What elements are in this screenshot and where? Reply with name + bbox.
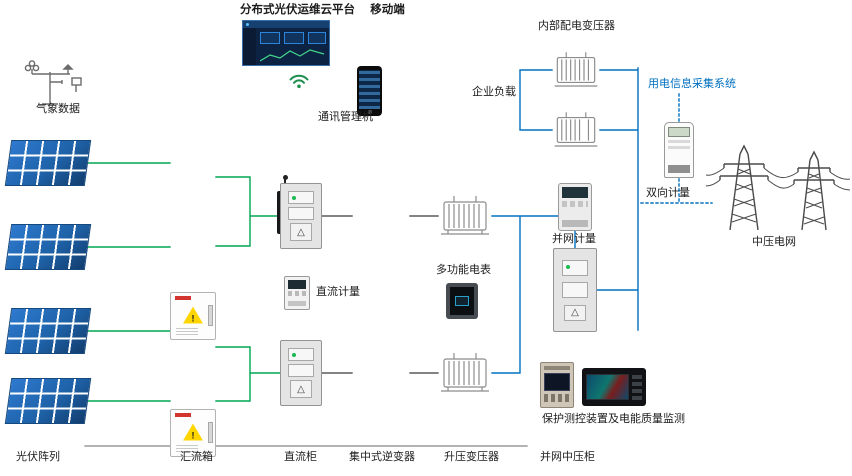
label-inverter: 集中式逆变器 bbox=[349, 451, 415, 463]
label-mv-cabinet: 并网中压柜 bbox=[540, 451, 595, 463]
meter-label-bar bbox=[668, 146, 690, 149]
label-dc-cabinet: 直流柜 bbox=[284, 451, 317, 463]
label-bidirectional-metering: 双向计量 bbox=[646, 187, 690, 199]
platform-widget bbox=[308, 32, 326, 44]
cabinet-module bbox=[562, 282, 588, 298]
pv-array bbox=[4, 224, 92, 270]
multifunction-meter-device bbox=[446, 283, 478, 319]
phone-screen bbox=[359, 70, 380, 109]
mobile-phone bbox=[357, 66, 382, 116]
meter-terminals bbox=[562, 220, 588, 227]
breaker-module bbox=[288, 364, 314, 377]
hazard-triangle-icon: △ bbox=[564, 304, 586, 321]
breaker-module bbox=[288, 348, 314, 361]
combiner-box: ! bbox=[170, 292, 216, 340]
meter-label-bar bbox=[668, 140, 690, 143]
platform-title: 分布式光伏运维云平台 bbox=[240, 4, 355, 16]
brand-mark bbox=[175, 413, 191, 417]
platform-widget bbox=[284, 32, 304, 44]
protection-relay-device bbox=[540, 362, 574, 408]
pv-array bbox=[4, 378, 92, 424]
meter-buttons bbox=[562, 201, 588, 207]
combiner-box: ! bbox=[170, 409, 216, 457]
device-screen bbox=[586, 374, 629, 400]
label-multifunction-meter: 多功能电表 bbox=[436, 264, 491, 276]
brand-mark bbox=[175, 296, 191, 300]
phone-home-button bbox=[367, 110, 372, 114]
warning-triangle-icon: ! bbox=[183, 306, 203, 324]
hazard-triangle-icon: △ bbox=[290, 223, 312, 241]
diagram-title: 分布式光伏运维云平台 移动端 bbox=[240, 3, 405, 17]
dc-cabinet: △ bbox=[280, 183, 322, 249]
device-top-strip bbox=[544, 366, 570, 370]
breaker-module bbox=[288, 207, 314, 220]
label-step-up-transformer: 升压变压器 bbox=[444, 451, 499, 463]
distribution-transformer-icon bbox=[554, 112, 598, 147]
wifi-icon bbox=[289, 74, 309, 89]
cable-gland bbox=[208, 304, 213, 327]
meter-display bbox=[562, 187, 588, 198]
power-quality-analyzer bbox=[582, 368, 646, 406]
label-pv-array: 光伏阵列 bbox=[16, 451, 60, 463]
label-weather-data: 气象数据 bbox=[36, 103, 80, 115]
label-dc-metering: 直流计量 bbox=[316, 286, 360, 298]
label-mv-grid: 中压电网 bbox=[752, 236, 796, 248]
ac-blue-lines bbox=[491, 67, 639, 374]
cable-gland bbox=[208, 421, 213, 444]
label-comm-manager: 通讯管理机 bbox=[318, 111, 373, 123]
pv-green-lines bbox=[87, 162, 281, 402]
platform-chart bbox=[260, 49, 325, 62]
platform-widget bbox=[260, 32, 280, 44]
label-protection-monitoring: 保护测控装置及电能质量监测 bbox=[542, 413, 685, 425]
label-grid-metering: 并网计量 bbox=[552, 233, 596, 245]
pv-array bbox=[4, 140, 92, 186]
mv-cabinet: △ bbox=[553, 248, 597, 332]
breaker-module bbox=[288, 191, 314, 204]
platform-logo-dot bbox=[246, 23, 249, 26]
meter-terminals bbox=[288, 301, 306, 306]
step-up-transformer-icon bbox=[441, 353, 489, 392]
dc-energy-meter bbox=[284, 276, 310, 310]
platform-sidebar bbox=[243, 28, 256, 65]
label-combiner-box: 汇流箱 bbox=[180, 451, 213, 463]
platform-header-bar bbox=[243, 21, 329, 28]
spec-text-lines bbox=[176, 328, 198, 335]
grid-connection-meter bbox=[558, 183, 592, 231]
meter-display bbox=[668, 127, 690, 137]
weather-station-icon bbox=[24, 60, 82, 105]
smart-meter bbox=[664, 122, 694, 178]
label-enterprise-load: 企业负载 bbox=[472, 86, 516, 98]
mobile-title: 移动端 bbox=[370, 4, 405, 16]
label-power-info-system: 用电信息采集系统 bbox=[648, 78, 736, 90]
device-keys bbox=[632, 374, 642, 400]
meter-display bbox=[288, 280, 306, 289]
dc-link-lines bbox=[321, 215, 439, 374]
hazard-triangle-icon: △ bbox=[290, 380, 312, 398]
step-up-transformer-icon bbox=[441, 196, 489, 235]
meter-face bbox=[450, 287, 474, 315]
distribution-transformer-icon bbox=[554, 52, 598, 87]
label-internal-transformer: 内部配电变压器 bbox=[538, 20, 615, 32]
cabinet-module bbox=[562, 259, 588, 276]
meter-terminals bbox=[668, 165, 690, 173]
metering-dashed-lines bbox=[640, 93, 713, 204]
device-keys bbox=[544, 394, 570, 402]
spec-text-lines bbox=[176, 445, 198, 452]
pv-array bbox=[4, 308, 92, 354]
meter-display bbox=[455, 296, 469, 306]
warning-triangle-icon: ! bbox=[183, 423, 203, 441]
transmission-towers-icon bbox=[706, 144, 850, 231]
dc-cabinet: △ bbox=[280, 340, 322, 406]
cloud-platform-screenshot bbox=[242, 20, 330, 66]
meter-buttons bbox=[288, 291, 306, 296]
device-screen bbox=[544, 373, 570, 391]
